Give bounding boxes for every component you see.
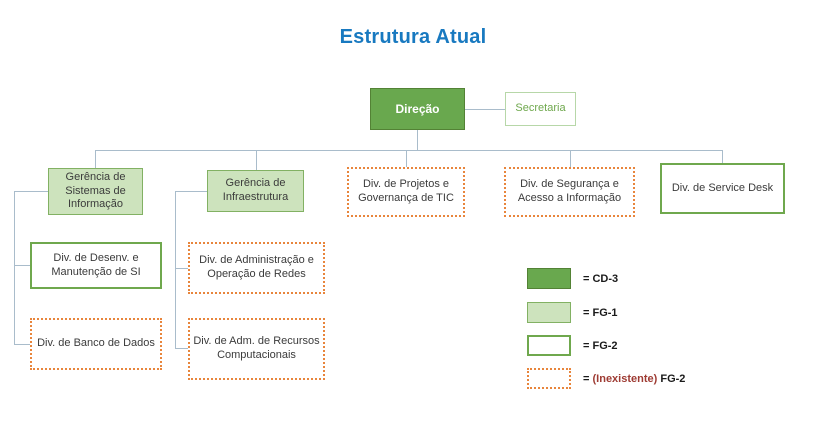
node-div-seguranca-acesso: Div. de Segurança e Acesso a Informação bbox=[504, 167, 635, 217]
node-div-adm-redes: Div. de Administração e Operação de Rede… bbox=[188, 242, 325, 294]
connector-drop-service-desk bbox=[722, 150, 723, 163]
node-div-service-desk-label: Div. de Service Desk bbox=[671, 181, 774, 194]
legend-item-inexistente: = (Inexistente) FG-2 bbox=[527, 368, 685, 389]
legend-inexistente-red: (Inexistente) bbox=[592, 372, 658, 385]
connector-stub-div-desenv bbox=[14, 265, 30, 266]
node-direcao-label: Direção bbox=[395, 101, 440, 116]
node-div-projetos-label: Div. de Projetos e Governança de TIC bbox=[358, 178, 454, 204]
node-div-adm-redes-label: Div. de Administração e Operação de Rede… bbox=[199, 254, 314, 280]
node-secretaria: Secretaria bbox=[505, 92, 576, 126]
legend-item-cd3: = CD-3 bbox=[527, 268, 618, 289]
page-title: Estrutura Atual bbox=[339, 26, 487, 48]
connector-stub-div-banco bbox=[14, 344, 30, 345]
legend-swatch-cd3 bbox=[527, 268, 571, 289]
node-div-banco-dados: Div. de Banco de Dados bbox=[30, 318, 162, 370]
connector-drop-gerencia-infra bbox=[256, 150, 257, 170]
connector-drop-div-seguranca bbox=[570, 150, 571, 167]
legend-label-fg1: = FG-1 bbox=[583, 306, 618, 319]
node-div-projetos-governanca: Div. de Projetos e Governança de TIC bbox=[347, 167, 465, 217]
connector-rail bbox=[95, 150, 723, 151]
legend-swatch-inexistente bbox=[527, 368, 571, 389]
node-div-desenv-manutencao: Div. de Desenv. e Manutenção de SI bbox=[30, 242, 162, 289]
connector-stub-adm-recursos bbox=[175, 348, 188, 349]
node-div-adm-recursos: Div. de Adm. de Recursos Computacionais bbox=[188, 318, 325, 380]
connector-drop-gerencia-si bbox=[95, 150, 96, 168]
node-gerencia-infraestrutura: Gerência de Infraestrutura bbox=[207, 170, 304, 212]
connector-direcao-secretaria bbox=[465, 109, 505, 110]
connector-direcao-drop bbox=[417, 130, 418, 151]
node-gerencia-si-label: Gerência de Sistemas de Informação bbox=[65, 170, 126, 211]
node-div-adm-recursos-label: Div. de Adm. de Recursos Computacionais bbox=[193, 335, 320, 361]
legend-inexistente-rest: FG-2 bbox=[660, 372, 686, 385]
legend-label-inexistente: = (Inexistente) FG-2 bbox=[583, 373, 685, 385]
node-div-desenv-label: Div. de Desenv. e Manutenção de SI bbox=[51, 251, 141, 278]
node-div-seguranca-label: Div. de Segurança e Acesso a Informação bbox=[517, 178, 622, 204]
node-div-banco-label: Div. de Banco de Dados bbox=[37, 337, 155, 350]
legend-inexistente-eq: = bbox=[583, 372, 590, 385]
connector-infra-elbow bbox=[175, 191, 207, 192]
connector-infra-vertical bbox=[175, 191, 176, 349]
connector-drop-div-projetos bbox=[406, 150, 407, 167]
connector-stub-adm-redes bbox=[175, 268, 188, 269]
legend-label-fg2: = FG-2 bbox=[583, 339, 618, 352]
legend-item-fg2: = FG-2 bbox=[527, 335, 618, 356]
legend-swatch-fg2 bbox=[527, 335, 571, 356]
legend-item-fg1: = FG-1 bbox=[527, 302, 618, 323]
legend-swatch-fg1 bbox=[527, 302, 571, 323]
node-div-service-desk: Div. de Service Desk bbox=[660, 163, 785, 214]
connector-si-elbow bbox=[14, 191, 48, 192]
node-gerencia-sistemas-informacao: Gerência de Sistemas de Informação bbox=[48, 168, 143, 215]
legend-label-cd3: = CD-3 bbox=[583, 272, 619, 285]
node-secretaria-label: Secretaria bbox=[515, 102, 566, 115]
node-direcao: Direção bbox=[370, 88, 465, 130]
node-gerencia-infra-label: Gerência de Infraestrutura bbox=[222, 177, 289, 203]
connector-si-vertical bbox=[14, 191, 15, 345]
